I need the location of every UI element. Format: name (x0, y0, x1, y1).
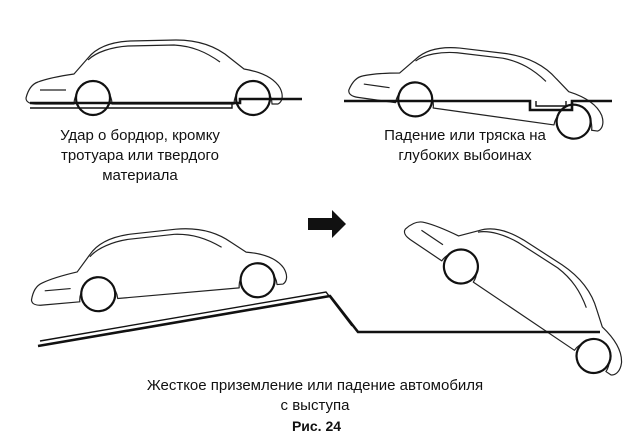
car-3 (25, 219, 288, 313)
ground-curb (30, 97, 302, 105)
caption-ledge-drop: Жесткое приземление или падение автомоби… (146, 377, 484, 414)
scene-pothole (344, 32, 612, 140)
wheel-front (442, 248, 480, 285)
arrow-right-icon (308, 210, 346, 238)
wheel-rear (575, 337, 612, 375)
figure-label: Рис. 24 (291, 418, 342, 434)
caption-curb-impact: Удар о бордюр, кромку тротуара или тверд… (60, 127, 220, 184)
wheel-front (397, 81, 434, 118)
wheel-rear (239, 262, 276, 299)
car-4 (401, 180, 633, 378)
scene-curb-impact (25, 39, 302, 117)
car-2 (347, 32, 612, 140)
caption-pothole: Падение или тряска на глубоких выбоинах (384, 127, 546, 164)
ground-pothole (344, 99, 612, 112)
wheel-rear (555, 103, 592, 140)
ground-ramp (37, 294, 600, 348)
wheel-front (74, 79, 112, 117)
wheel-front (80, 276, 117, 313)
scene-ledge-drop (25, 180, 633, 378)
